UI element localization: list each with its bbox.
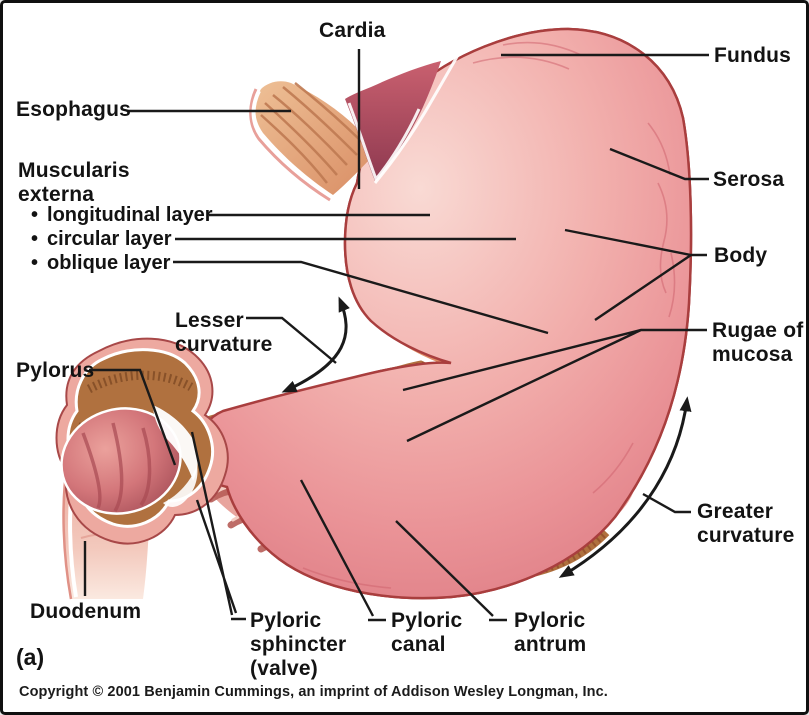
cardia-notch <box>345 61 441 181</box>
label-rugae-of-mucosa: Rugae of mucosa <box>712 319 804 366</box>
serosa-veins <box>302 41 676 589</box>
label-esophagus: Esophagus <box>16 98 131 121</box>
bullet-icon: • <box>31 204 39 226</box>
label-body: Body <box>714 244 768 267</box>
pylorus-complex <box>55 337 229 545</box>
label-pyloric-canal: Pyloric canal <box>391 609 463 656</box>
bullet-icon: • <box>31 228 39 250</box>
copyright-line: Copyright © 2001 Benjamin Cummings, an i… <box>19 684 608 700</box>
label-fundus: Fundus <box>714 44 792 67</box>
esophagus-region <box>249 42 467 202</box>
label-pylorus: Pylorus <box>16 359 95 382</box>
bullet-icon: • <box>31 252 39 274</box>
label-cardia: Cardia <box>319 19 386 42</box>
panel-tag: (a) <box>16 644 45 670</box>
greater-curvature-arrow <box>558 396 692 578</box>
body-leader <box>564 228 707 321</box>
pyloric-sphincter-leader <box>190 431 246 621</box>
pyloric-antrum-leader <box>395 520 507 622</box>
rugae-leader <box>402 328 707 443</box>
label-muscularis-externa: Muscularis externa <box>18 159 130 206</box>
curvature-arrows <box>281 296 692 578</box>
pylorus-leader <box>89 368 177 466</box>
pyloric-canal-leader <box>299 479 386 622</box>
label-lesser-curvature: Lesser curvature <box>175 309 273 356</box>
lesser-curvature-arrow <box>281 296 350 393</box>
list-item-oblique-layer: • oblique layer <box>31 252 171 274</box>
list-item-circular-layer: • circular layer <box>31 228 172 250</box>
stomach-illustration <box>55 27 709 622</box>
muscularis-layer-list: • longitudinal layer • circular layer • … <box>31 203 213 275</box>
oblique-layer-leader <box>173 260 549 335</box>
serosa-leader <box>609 147 709 181</box>
label-greater-curvature: Greater curvature <box>697 500 795 547</box>
label-pyloric-antrum: Pyloric antrum <box>514 609 587 656</box>
label-duodenum: Duodenum <box>30 600 142 623</box>
label-pyloric-sphincter: Pyloric sphincter (valve) <box>250 609 347 680</box>
label-serosa: Serosa <box>713 168 785 191</box>
list-item-longitudinal-layer: • longitudinal layer <box>31 204 213 226</box>
